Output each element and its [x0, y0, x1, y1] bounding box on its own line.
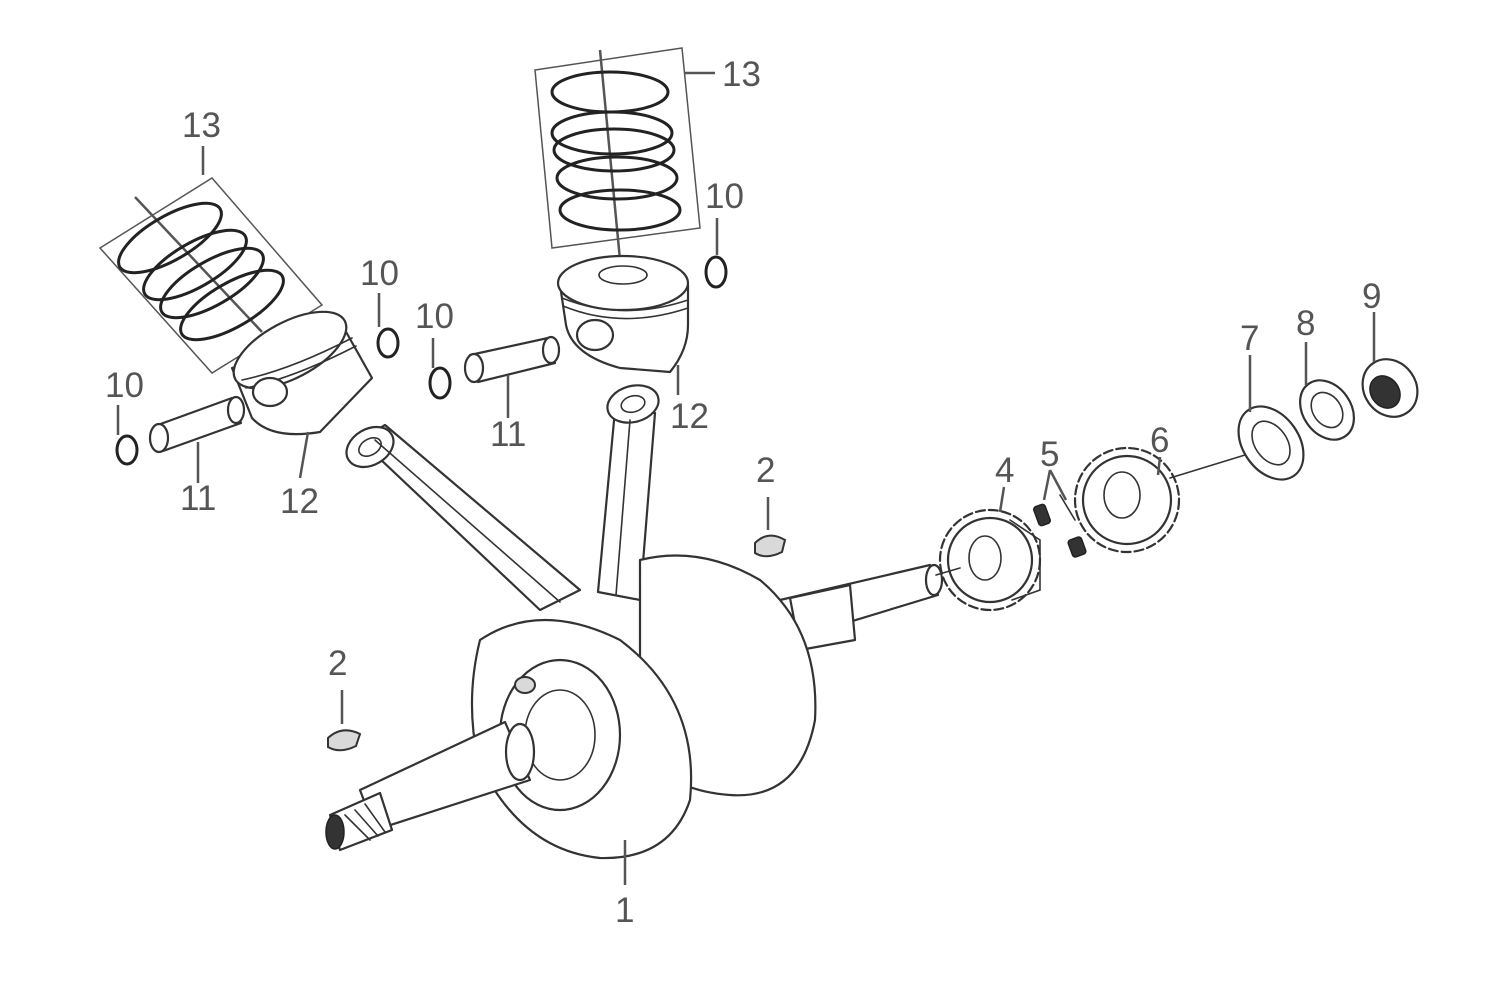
callout-8: 8 [1296, 304, 1315, 343]
piston-left [230, 310, 374, 436]
leader-lines [116, 71, 1376, 885]
callout-1: 1 [615, 891, 634, 930]
callout-2-upper: 2 [756, 451, 775, 490]
nut [1361, 358, 1419, 418]
woodruff-keys [327, 534, 787, 752]
callout-11-right: 11 [490, 415, 526, 454]
connecting-rod-left [345, 423, 582, 612]
gear-timing [1073, 446, 1181, 554]
spring-pin [1033, 494, 1087, 558]
piston-right [556, 254, 690, 374]
circlips [115, 255, 728, 466]
callout-10-d: 10 [105, 366, 144, 405]
callout-10-b: 10 [360, 254, 399, 293]
callout-11-left: 11 [180, 479, 216, 518]
piston-ring-set-left [98, 177, 324, 374]
callout-12-left: 12 [280, 482, 319, 521]
callout-10-c: 10 [415, 297, 454, 336]
connecting-rod-right [596, 384, 660, 602]
callout-labels: 1 2 2 4 5 6 7 8 9 10 10 10 10 11 11 12 1… [105, 55, 1381, 930]
piston-ring-set-right [534, 47, 701, 261]
piston-pin-left [148, 395, 246, 454]
callout-2-lower: 2 [328, 644, 347, 683]
callout-5: 5 [1040, 435, 1059, 474]
piston-pin-right [463, 335, 561, 384]
callout-10-a: 10 [705, 177, 744, 216]
crankshaft [325, 554, 944, 860]
callout-6: 6 [1150, 421, 1169, 460]
gear-drive [938, 508, 1042, 612]
callout-13-right: 13 [722, 55, 761, 94]
callout-13-left: 13 [182, 106, 221, 145]
washer-7 [1237, 405, 1305, 481]
callout-7: 7 [1240, 319, 1259, 358]
washer-8 [1299, 379, 1355, 441]
alignment-lines [935, 454, 1246, 576]
callout-9: 9 [1362, 277, 1381, 316]
callout-12-right: 12 [670, 397, 709, 436]
callout-4: 4 [995, 451, 1014, 490]
